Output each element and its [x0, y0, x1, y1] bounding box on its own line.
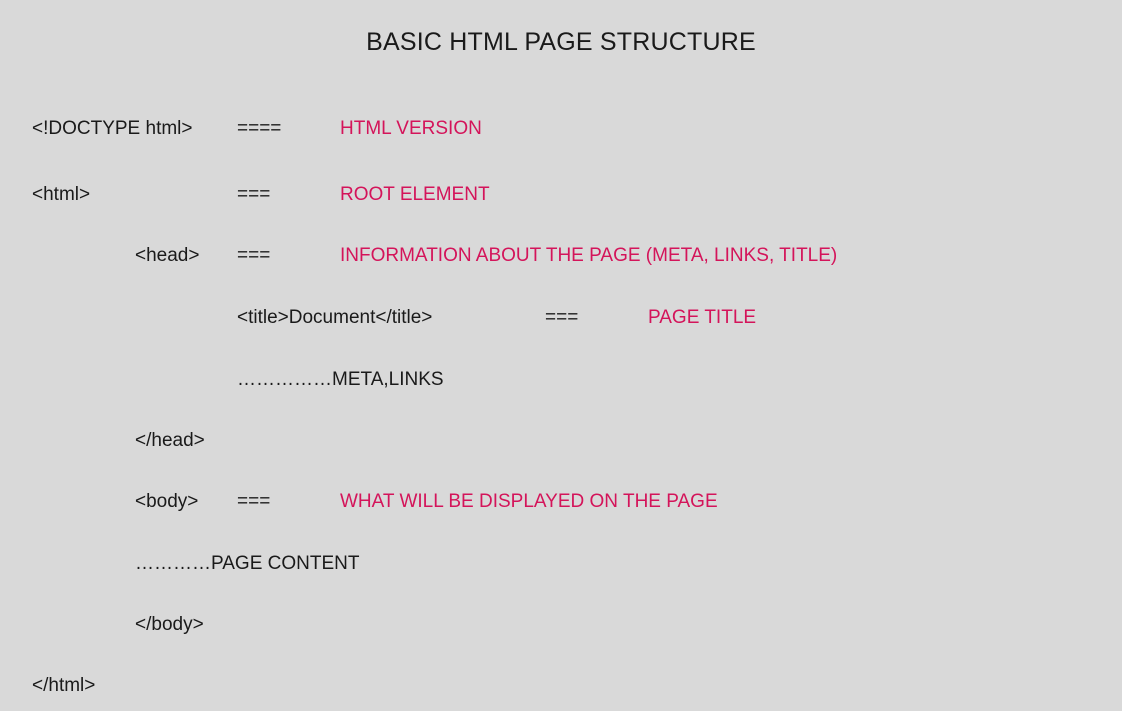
body-close-code: </body>: [135, 614, 204, 635]
html-open-code: <html>: [32, 184, 91, 205]
html-open-separator: ===: [237, 184, 271, 205]
html-open-description: ROOT ELEMENT: [340, 184, 490, 205]
meta-links-text: ……………META,LINKS: [237, 369, 444, 390]
doctype-separator: ====: [237, 118, 282, 139]
head-open-code: <head>: [135, 245, 200, 266]
head-open-description: INFORMATION ABOUT THE PAGE (META, LINKS,…: [340, 245, 838, 266]
title-tag-separator: ===: [545, 307, 579, 328]
body-open-description: WHAT WILL BE DISPLAYED ON THE PAGE: [340, 491, 718, 512]
page-content-text: …………PAGE CONTENT: [135, 553, 360, 574]
body-open-separator: ===: [237, 491, 271, 512]
body-open-code: <body>: [135, 491, 199, 512]
title-tag-description: PAGE TITLE: [648, 307, 757, 328]
head-close-code: </head>: [135, 430, 205, 451]
html-close-code: </html>: [32, 675, 96, 696]
head-open-separator: ===: [237, 245, 271, 266]
title-tag-code: <title>Document</title>: [237, 307, 433, 328]
doctype-description: HTML VERSION: [340, 118, 482, 139]
slide-title: BASIC HTML PAGE STRUCTURE: [366, 28, 756, 56]
doctype-code: <!DOCTYPE html>: [32, 118, 193, 139]
